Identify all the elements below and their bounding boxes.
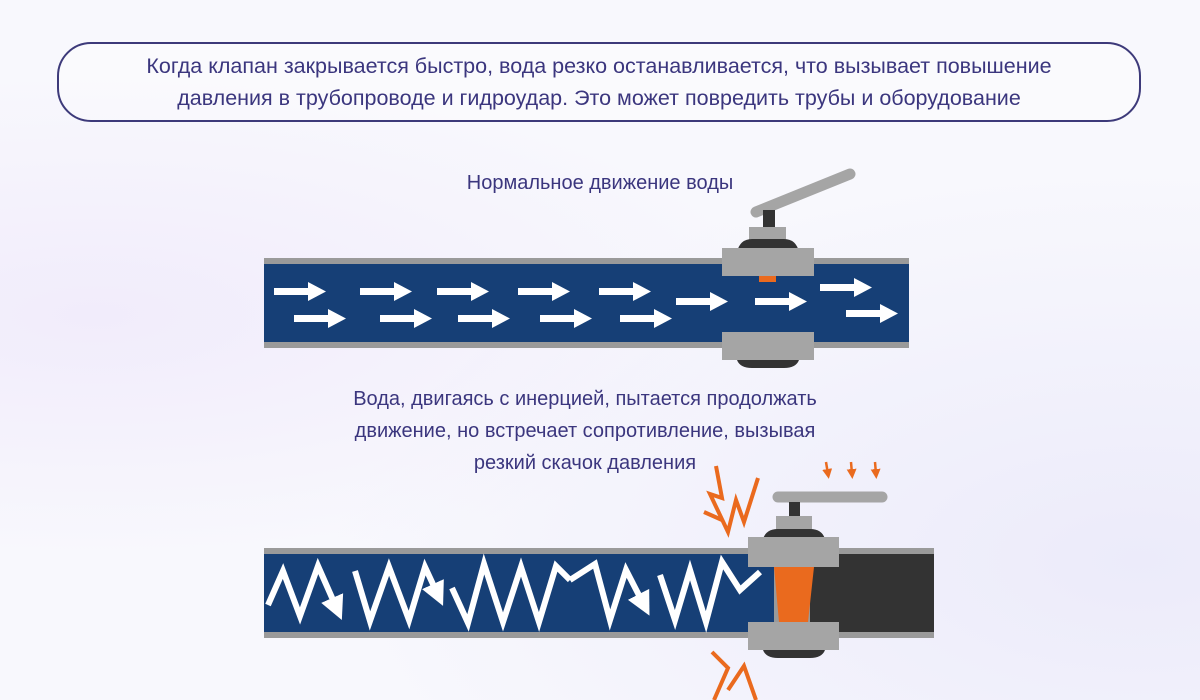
valve-handle — [750, 168, 856, 218]
closed-valve-icon — [748, 491, 888, 658]
gate-open — [759, 276, 776, 282]
gate-closed — [774, 567, 814, 622]
water-hammer-label: Вода, двигаясь с инерцией, пытается прод… — [290, 383, 880, 479]
explanation-callout: Когда клапан закрывается быстро, вода ре… — [57, 42, 1141, 122]
water-hammer-label-line-2: движение, но встречает сопротивление, вы… — [354, 420, 816, 442]
water-hammer-label-line-3: резкий скачок давления — [473, 452, 697, 474]
turbulent-flow-icon — [265, 553, 763, 633]
open-valve-icon — [722, 168, 856, 368]
flow-arrows-icon — [274, 278, 898, 328]
open-valve-pipe — [264, 168, 909, 368]
pressure-arrows-icon — [822, 461, 881, 479]
impact-burst-bottom-icon — [710, 650, 758, 700]
callout-line-2: давления в трубопроводе и гидроудар. Это… — [177, 86, 1021, 110]
closed-valve-pipe — [264, 461, 934, 700]
impact-burst-icon — [703, 465, 760, 538]
callout-line-1: Когда клапан закрывается быстро, вода ре… — [146, 54, 1052, 78]
normal-flow-label: Нормальное движение воды — [466, 172, 734, 194]
water-hammer-label-line-1: Вода, двигаясь с инерцией, пытается прод… — [353, 388, 817, 410]
